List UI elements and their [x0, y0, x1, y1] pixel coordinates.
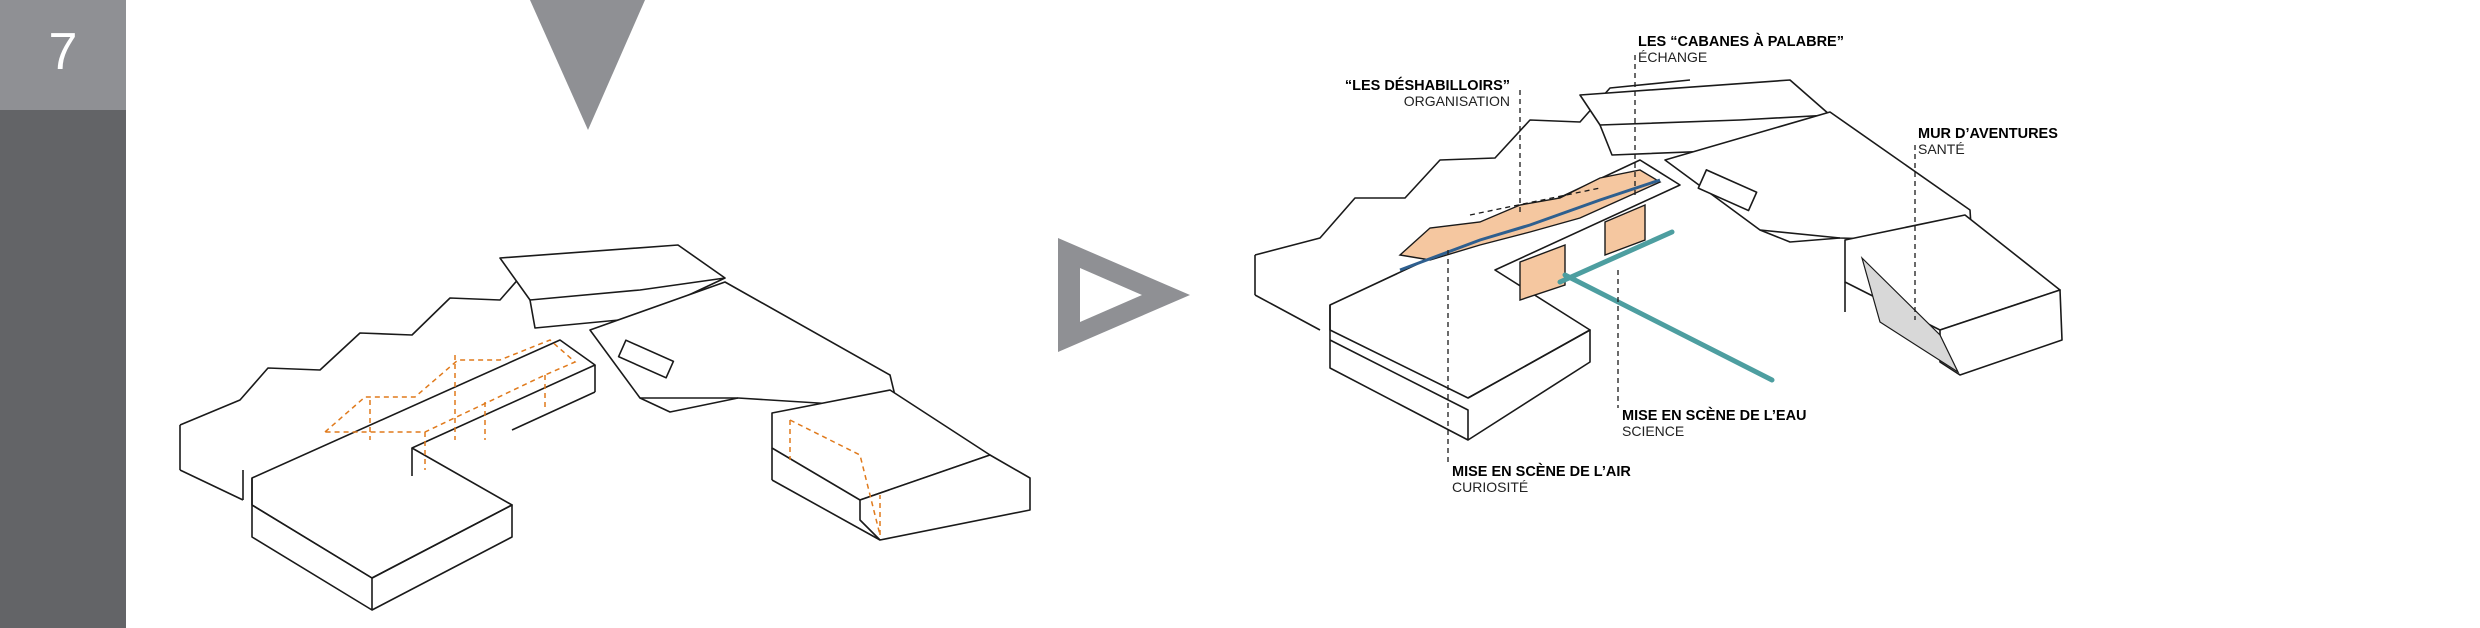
svg-text:MISE EN SCÈNE DE L’AIR: MISE EN SCÈNE DE L’AIR [1452, 463, 1631, 480]
svg-text:MUR D’AVENTURES: MUR D’AVENTURES [1918, 126, 2058, 142]
page-number: 7 [48, 23, 78, 81]
svg-text:SCIENCE: SCIENCE [1622, 423, 1684, 439]
svg-text:ORGANISATION: ORGANISATION [1404, 93, 1510, 109]
play-triangle-icon [1058, 238, 1190, 352]
sidebar-page-tab [0, 0, 126, 110]
svg-text:ÉCHANGE: ÉCHANGE [1638, 49, 1707, 65]
down-triangle-icon [530, 0, 645, 130]
svg-text:LES “CABANES À PALABRE”: LES “CABANES À PALABRE” [1638, 33, 1844, 50]
label-eau: MISE EN SCÈNE DE L’EAU SCIENCE [1622, 407, 1807, 439]
cabanes-highlight [1398, 169, 1662, 301]
left-orange-highlight [324, 339, 881, 536]
svg-text:MISE EN SCÈNE DE L’EAU: MISE EN SCÈNE DE L’EAU [1622, 407, 1807, 424]
leader-lines [1447, 55, 1916, 465]
label-deshabilloirs: “LES DÉSHABILLOIRS” ORGANISATION [1345, 77, 1510, 109]
label-cabanes: LES “CABANES À PALABRE” ÉCHANGE [1638, 33, 1844, 65]
air-line [1399, 178, 1661, 272]
label-air: MISE EN SCÈNE DE L’AIR CURIOSITÉ [1452, 463, 1631, 495]
svg-text:CURIOSITÉ: CURIOSITÉ [1452, 479, 1528, 495]
mur-aventures-face [1860, 255, 1960, 374]
water-lines [1557, 229, 1775, 383]
left-building-model [179, 244, 1031, 611]
label-mur: MUR D’AVENTURES SANTÉ [1918, 126, 2058, 157]
sidebar-band [0, 110, 126, 628]
svg-text:“LES DÉSHABILLOIRS”: “LES DÉSHABILLOIRS” [1345, 77, 1510, 94]
svg-text:SANTÉ: SANTÉ [1918, 141, 1965, 157]
